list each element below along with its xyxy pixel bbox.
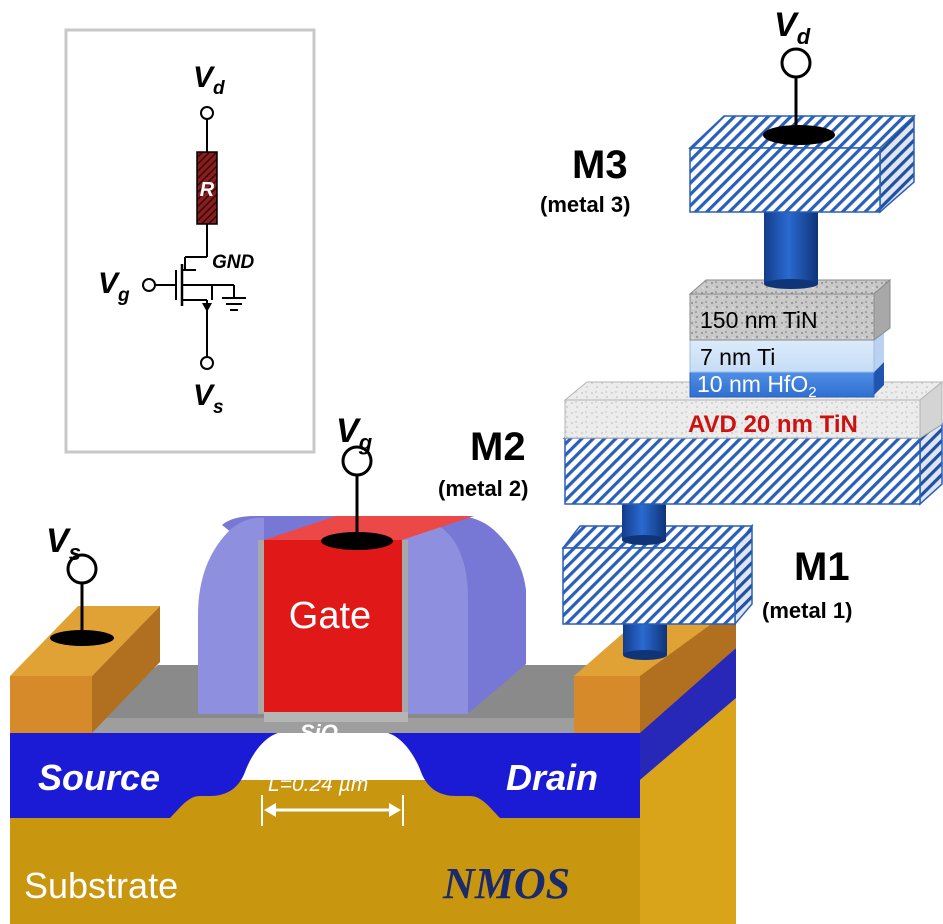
nmos-label: NMOS xyxy=(442,859,570,908)
drain-label: Drain xyxy=(506,757,598,798)
diffusion-right-face xyxy=(640,648,736,780)
inset-vd-label: Vd xyxy=(193,61,225,99)
via-m1-m2 xyxy=(622,500,666,540)
resistor-label: R xyxy=(200,179,215,201)
m1-label: M1 xyxy=(794,545,850,589)
source-contact-side xyxy=(92,606,160,733)
ground-symbol xyxy=(212,284,246,311)
inset-vd-terminal xyxy=(200,106,214,120)
source-region xyxy=(10,733,278,818)
via-m3 xyxy=(764,206,818,284)
substrate-right-face xyxy=(640,698,736,924)
source-label: Source xyxy=(38,757,160,798)
layer-tin-bottom: AVD 20 nm TiN xyxy=(563,380,943,439)
oxide-front-edge xyxy=(92,718,574,733)
layer-ti: 7 nm Ti xyxy=(689,330,884,373)
source-contact-front xyxy=(10,676,92,733)
inset-vs-label: Vs xyxy=(193,379,224,418)
m3-desc: (metal 3) xyxy=(540,192,630,217)
layer-hfo2-label: 10 nm HfO2 xyxy=(697,371,817,401)
channel-length-dimension: L=0.24 µm xyxy=(261,773,404,826)
layer-tin-top-label: 150 nm TiN xyxy=(700,307,818,333)
inset-frame xyxy=(64,28,316,454)
m2-desc: (metal 2) xyxy=(438,476,528,501)
gate-terminal-label: Vg xyxy=(336,412,373,455)
gate-spacer-right xyxy=(402,517,468,714)
oxide-label: SiO2 xyxy=(300,720,346,749)
drain-terminal: Vd xyxy=(763,6,835,145)
gate-label: Gate xyxy=(289,595,371,637)
layer-ti-label: 7 nm Ti xyxy=(700,344,775,370)
layer-hfo2: 10 nm HfO2 xyxy=(689,362,884,401)
transistor-symbol xyxy=(155,256,213,357)
gate-body xyxy=(264,540,402,714)
drain-contact-front xyxy=(574,676,640,733)
gate-terminal: Vg xyxy=(321,412,393,550)
layer-tin-top: 150 nm TiN xyxy=(688,278,892,341)
inset-vs-terminal xyxy=(200,356,214,370)
gnd-label: GND xyxy=(212,252,255,273)
gate-spacer-left xyxy=(198,517,264,714)
gate-top xyxy=(264,516,474,540)
drain-contact-side xyxy=(640,606,736,733)
channel-length-label: L=0.24 µm xyxy=(268,773,368,796)
drain-terminal-label: Vd xyxy=(774,6,811,49)
drain-region xyxy=(388,733,640,818)
inset-schematic: Vd R GND xyxy=(64,28,316,454)
substrate-label: Substrate xyxy=(24,865,178,906)
interconnect-stack: AVD 20 nm TiN 10 nm HfO2 7 nm Ti 150 nm … xyxy=(438,6,943,660)
m3-label: M3 xyxy=(572,143,628,187)
inset-vg-terminal xyxy=(142,278,156,292)
inset-vg-label: Vg xyxy=(98,267,130,306)
source-terminal: Vs xyxy=(46,522,114,646)
layer-tin-bottom-label: AVD 20 nm TiN xyxy=(688,411,858,438)
m1-desc: (metal 1) xyxy=(762,598,852,623)
source-terminal-label: Vs xyxy=(46,522,81,565)
m2-label: M2 xyxy=(470,425,526,469)
